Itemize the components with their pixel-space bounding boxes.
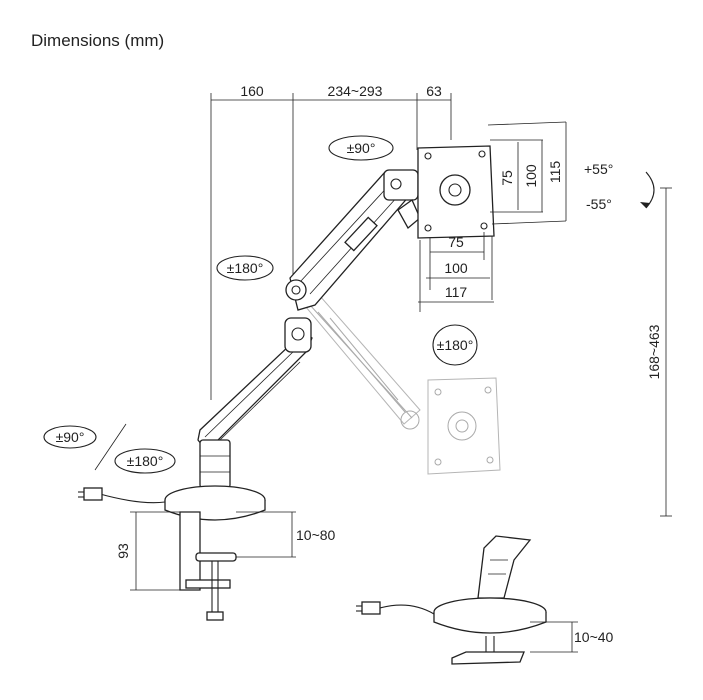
reach-label-160: 160 xyxy=(240,83,264,99)
mid-swivel-label: ±180° xyxy=(437,337,474,353)
divider-line xyxy=(94,423,127,471)
rotation-base-swivel: ±180° xyxy=(114,448,176,474)
rotation-arrow-icon xyxy=(114,448,176,474)
tilt-up-label: +55° xyxy=(584,161,613,177)
rotation-arrow-icon xyxy=(216,255,274,281)
page-title: Dimensions (mm) xyxy=(31,31,164,50)
vesa-width-100: 100 xyxy=(444,260,468,276)
vesa-width-lines xyxy=(418,232,494,312)
rotation-arrow-icon xyxy=(328,135,394,161)
base-rotation-label: ±90° xyxy=(56,429,85,445)
monitor-arm xyxy=(78,169,421,621)
vesa-width-75: 75 xyxy=(448,234,464,250)
vesa-height-100: 100 xyxy=(523,164,539,188)
tilt-down-label: -55° xyxy=(586,196,612,212)
grommet-dimension-lines xyxy=(530,621,578,653)
clamp-range-label: 10~80 xyxy=(296,527,336,543)
rotation-arrow-icon xyxy=(43,425,97,449)
vesa-height-lines xyxy=(487,121,567,225)
reach-dimension-lines xyxy=(210,93,452,400)
height-range-lines xyxy=(660,187,672,517)
clamp-dimension-lines xyxy=(130,511,296,591)
vesa-width-117: 117 xyxy=(445,284,468,300)
grommet-range-label: 10~40 xyxy=(574,629,614,645)
tilt-arc-icon xyxy=(645,171,655,209)
clamp-height-label: 93 xyxy=(115,543,131,559)
height-range-label: 168~463 xyxy=(646,324,662,379)
rotation-base: ±90° xyxy=(43,425,97,449)
rotation-mid-swivel: ±180° xyxy=(432,324,478,366)
vesa-height-115: 115 xyxy=(547,161,563,184)
reach-label-63: 63 xyxy=(426,83,442,99)
vesa-height-75: 75 xyxy=(499,170,515,186)
arm-swivel-label: ±180° xyxy=(227,260,264,276)
rotation-head: ±90° xyxy=(328,135,394,161)
tilt-arrow-icon xyxy=(640,202,650,208)
rotation-arm-swivel: ±180° xyxy=(216,255,274,281)
reach-label-234-293: 234~293 xyxy=(328,83,383,99)
base-swivel-label: ±180° xyxy=(127,453,164,469)
head-rotation-label: ±90° xyxy=(347,140,376,156)
rotation-arrow-icon xyxy=(432,324,478,366)
ghost-arm-position xyxy=(299,295,501,475)
vesa-plate xyxy=(417,145,495,239)
grommet-mount-inset xyxy=(356,535,547,665)
